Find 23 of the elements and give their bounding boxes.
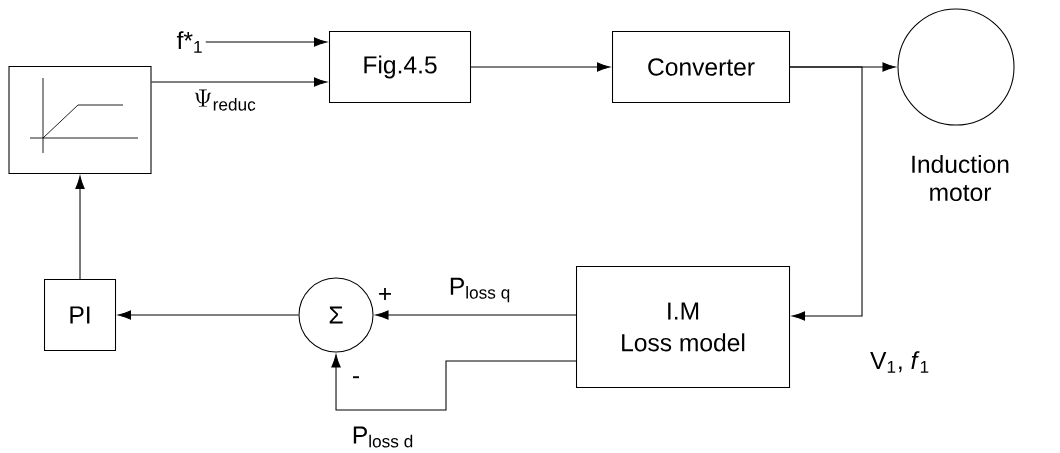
edge-label: $\mathrm{P}_{\mathrm{loss\;d}}$: [353, 426, 413, 448]
process-box: PI: [44, 279, 117, 352]
arrow: [117, 310, 299, 320]
arrow: [789, 66, 863, 321]
process-box: I.M Loss model: [576, 265, 791, 389]
arrow: [75, 175, 85, 280]
arrow: [331, 354, 577, 411]
arrow: [375, 310, 577, 320]
motor-circle: [897, 8, 1015, 126]
edge-label: $\mathrm{P}_{\mathrm{loss\;q}}$: [450, 277, 510, 303]
node-label: Induction motor: [912, 154, 1009, 202]
summing-junction: Σ: [298, 277, 374, 353]
signal-label: -: [353, 376, 359, 379]
arrow: [470, 62, 611, 72]
signal-label: V$_{1}$, f$_{1}$: [870, 351, 929, 373]
input-label: f*$_{1}$: [176, 31, 202, 53]
limiter-box: [8, 65, 152, 175]
arrow: [205, 37, 328, 47]
arrow: [151, 77, 328, 87]
edge-label: $\Psi_{\mathrm{reduc}}$: [194, 89, 256, 111]
process-box: Fig.4.5: [329, 30, 472, 104]
process-box: Converter: [612, 30, 791, 104]
signal-label: +: [379, 287, 391, 300]
